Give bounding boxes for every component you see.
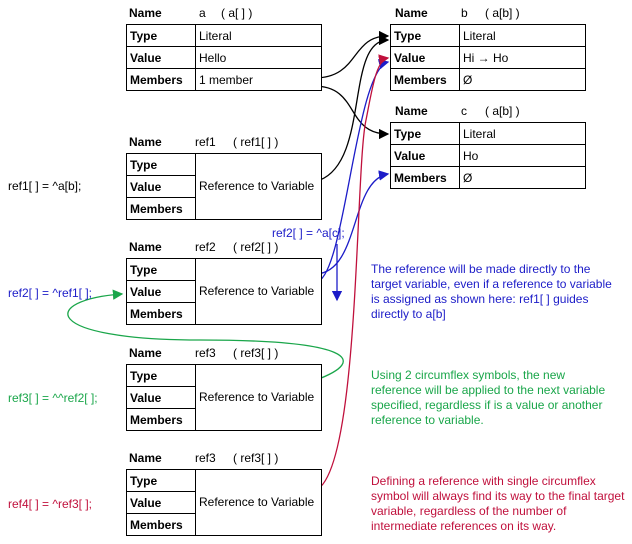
var-b-bracket: ( a[b] ) <box>485 6 520 20</box>
ref1-header: Name ref1 ( ref1[ ] ) <box>129 132 329 152</box>
note-green: Using 2 circumflex symbols, the new refe… <box>371 368 606 427</box>
var-c-value: Ho <box>459 144 586 167</box>
ref4-value: Reference to Variable <box>195 469 322 536</box>
var-a-value: Hello <box>195 46 322 69</box>
ref3-name: ref3 <box>195 346 216 360</box>
ref4-header: Name ref3 ( ref3[ ] ) <box>129 448 329 468</box>
ref3-type-label: Type <box>126 364 196 387</box>
var-c-value-label: Value <box>390 144 460 167</box>
var-b-members-label: Members <box>390 68 460 91</box>
arrow-a-to-b <box>313 30 390 79</box>
var-c-type: Literal <box>459 122 586 145</box>
ref3-header: Name ref3 ( ref3[ ] ) <box>129 343 329 363</box>
ref3-value: Reference to Variable <box>195 364 322 431</box>
var-c-bracket: ( a[b] ) <box>485 104 520 118</box>
ref3-name-label: Name <box>129 346 162 360</box>
ref2-header: Name ref2 ( ref2[ ] ) <box>129 237 329 257</box>
var-a-name-label: Name <box>129 6 162 20</box>
var-c-type-label: Type <box>390 122 460 145</box>
note-blue: The reference will be made directly to t… <box>371 262 612 321</box>
ref3-bracket: ( ref3[ ] ) <box>233 346 279 360</box>
var-b-members: Ø <box>459 68 586 91</box>
ref2-name: ref2 <box>195 240 216 254</box>
ref4-type-label: Type <box>126 469 196 492</box>
ref1-assign: ref1[ ] = ^a[b]; <box>8 179 82 193</box>
ref1-value: Reference to Variable <box>195 153 322 220</box>
ref4-name: ref3 <box>195 451 216 465</box>
ref2-inline-assign: ref2[ ] = ^a[c]; <box>272 226 345 240</box>
var-a-members-label: Members <box>126 68 196 91</box>
var-a-name: a <box>199 6 206 20</box>
ref4-value-label: Value <box>126 491 196 514</box>
ref1-bracket: ( ref1[ ] ) <box>233 135 279 149</box>
arrow-ref4-to-b <box>315 54 390 491</box>
ref4-name-label: Name <box>129 451 162 465</box>
var-a-members: 1 member <box>195 68 322 91</box>
ref1-type-label: Type <box>126 153 196 176</box>
var-c-members-label: Members <box>390 166 460 189</box>
note-red: Defining a reference with single circumf… <box>371 474 625 533</box>
arrow-a-to-c <box>313 85 390 140</box>
var-c-name-label: Name <box>395 104 428 118</box>
ref1-name-label: Name <box>129 135 162 149</box>
ref4-bracket: ( ref3[ ] ) <box>233 451 279 465</box>
ref2-value: Reference to Variable <box>195 258 322 325</box>
arrow-ref3-to-ref2 <box>67 289 344 381</box>
ref2-name-label: Name <box>129 240 162 254</box>
var-a-type: Literal <box>195 24 322 47</box>
ref2-type-label: Type <box>126 258 196 281</box>
arrow-ref2-to-c <box>315 170 390 275</box>
var-a-header: Name a ( a[ ] ) <box>129 3 329 23</box>
ref4-members-label: Members <box>126 513 196 536</box>
var-b-name-label: Name <box>395 6 428 20</box>
ref1-members-label: Members <box>126 197 196 220</box>
var-b-type-label: Type <box>390 24 460 47</box>
ref1-value-label: Value <box>126 175 196 198</box>
ref2-assign: ref2[ ] = ^ref1[ ]; <box>8 286 92 300</box>
arrow-ref1-to-b <box>319 34 390 181</box>
ref3-assign: ref3[ ] = ^^ref2[ ]; <box>8 391 98 405</box>
var-c-members: Ø <box>459 166 586 189</box>
var-a-value-label: Value <box>126 46 196 69</box>
var-a-bracket: ( a[ ] ) <box>221 6 253 20</box>
var-c-header: Name c ( a[b] ) <box>395 101 595 121</box>
var-b-name: b <box>461 6 468 20</box>
ref3-value-label: Value <box>126 386 196 409</box>
var-b-type: Literal <box>459 24 586 47</box>
var-a-type-label: Type <box>126 24 196 47</box>
var-c-name: c <box>461 104 467 118</box>
ref2-members-label: Members <box>126 302 196 325</box>
ref3-members-label: Members <box>126 408 196 431</box>
ref2-bracket: ( ref2[ ] ) <box>233 240 279 254</box>
ref1-name: ref1 <box>195 135 216 149</box>
ref2-value-label: Value <box>126 280 196 303</box>
var-b-header: Name b ( a[b] ) <box>395 3 595 23</box>
ref4-assign: ref4[ ] = ^ref3[ ]; <box>8 497 92 511</box>
var-b-value-label: Value <box>390 46 460 69</box>
var-b-value: Hi → Ho <box>459 46 586 69</box>
